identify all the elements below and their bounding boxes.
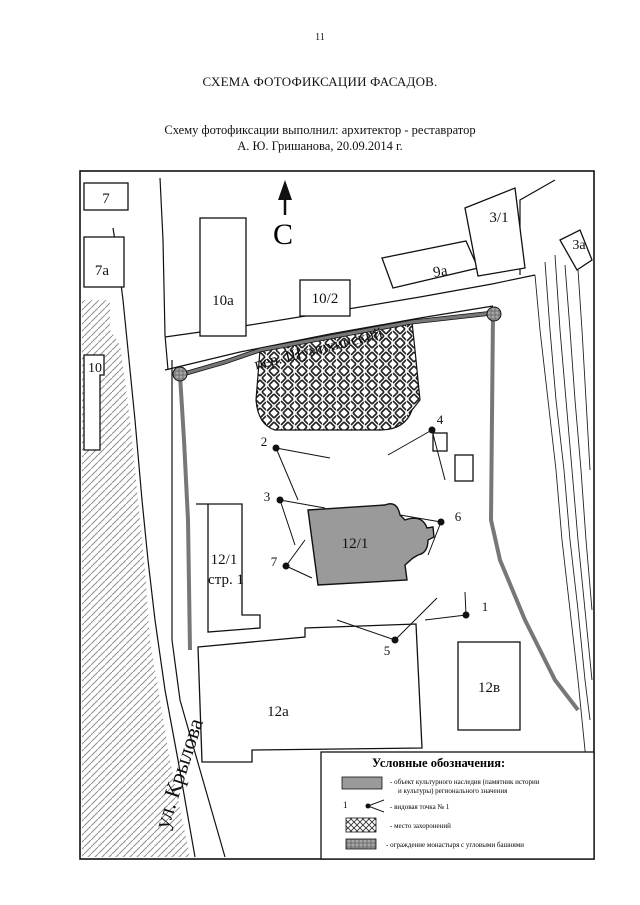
- label-b10-2: 10/2: [312, 291, 339, 307]
- page-title: СХЕМА ФОТОФИКСАЦИИ ФАСАДОВ.: [202, 74, 438, 89]
- building-10: [83, 354, 105, 451]
- building-10a: [199, 217, 247, 337]
- label-b7a: 7а: [95, 263, 110, 279]
- building-7a: [83, 236, 125, 288]
- author-line-1: Схему фотофиксации выполнил: архитектор …: [164, 123, 476, 137]
- building-12-1-str-1: [196, 503, 261, 633]
- viewpoint-6-label: 6: [455, 509, 462, 524]
- legend-burial-text: - место захоронений: [390, 822, 451, 830]
- building-small-right: [454, 454, 474, 482]
- legend-heritage-text: - объект культурного наследия (памятник …: [390, 778, 540, 786]
- monastery-fence: [178, 311, 580, 712]
- legend-burial-swatch: [345, 817, 377, 833]
- viewpoint-cones: [275, 429, 467, 641]
- building-3-1: [464, 187, 526, 277]
- label-b12-1-str-line2: стр. 1: [208, 572, 244, 588]
- legend-viewpoint-number: 1: [343, 800, 348, 810]
- viewpoint-4-marker: [428, 426, 436, 434]
- buildings: [83, 182, 593, 763]
- corner-tower-left: [172, 366, 188, 382]
- legend-title: Условные обозначения:: [372, 756, 505, 770]
- viewpoint-3-label: 3: [264, 489, 271, 504]
- viewpoint-7-label: 7: [271, 554, 278, 569]
- author-credit: Схему фотофиксации выполнил: архитектор …: [0, 122, 640, 154]
- building-12a: [197, 623, 423, 763]
- terrain-contours: [534, 254, 593, 858]
- building-3a: [559, 229, 593, 271]
- legend-heritage-swatch: [341, 776, 383, 790]
- building-12v: [457, 641, 521, 731]
- label-b3-1: 3/1: [489, 210, 508, 226]
- legend-fence-swatch: [345, 838, 377, 850]
- label-b12a: 12а: [267, 704, 289, 720]
- viewpoint-2-label: 2: [261, 434, 268, 449]
- fence-outline: [179, 310, 494, 378]
- viewpoint-markers: [272, 426, 470, 644]
- viewpoint-6-marker: [437, 518, 445, 526]
- viewpoint-3-marker: [276, 496, 284, 504]
- viewpoint-5-marker: [391, 636, 399, 644]
- viewpoint-7-marker: [282, 562, 290, 570]
- label-b7: 7: [102, 191, 110, 207]
- heritage-object-12-1: [307, 503, 435, 586]
- legend-heritage-text-2: и культуры) регионального значения: [398, 787, 508, 795]
- street-edge-hatching: [82, 300, 190, 857]
- legend-viewpoint-text: - видовая точка № 1: [390, 803, 450, 811]
- page-number: 11: [315, 32, 325, 43]
- label-b9a: 9а: [432, 263, 449, 281]
- label-b10a: 10а: [212, 293, 234, 309]
- building-9a: [381, 240, 479, 289]
- legend-fence-text: - ограждение монастыря с угловыми башням…: [386, 841, 524, 849]
- label-b12v: 12в: [478, 680, 500, 696]
- label-b12-1-str-line1: 12/1: [211, 552, 238, 568]
- legend: Условные обозначения: - объект культурно…: [320, 751, 595, 860]
- viewpoint-5-label: 5: [384, 643, 391, 658]
- label-b10: 10: [88, 361, 102, 376]
- label-b3a: 3а: [572, 238, 586, 253]
- viewpoint-2-marker: [272, 444, 280, 452]
- burial-area: [255, 321, 421, 431]
- label-b12-1-main: 12/1: [342, 536, 369, 552]
- corner-tower-right: [486, 306, 502, 322]
- north-arrow: С: [273, 180, 293, 251]
- viewpoint-1-label: 1: [482, 599, 489, 614]
- author-line-2: А. Ю. Гришанова, 20.09.2014 г.: [237, 139, 403, 153]
- north-label: С: [273, 218, 293, 251]
- viewpoint-4-label: 4: [437, 412, 444, 427]
- viewpoint-1-marker: [462, 611, 470, 619]
- building-10-2: [299, 279, 351, 317]
- legend-viewpoint-symbol: 1: [343, 799, 385, 813]
- building-7: [83, 182, 129, 211]
